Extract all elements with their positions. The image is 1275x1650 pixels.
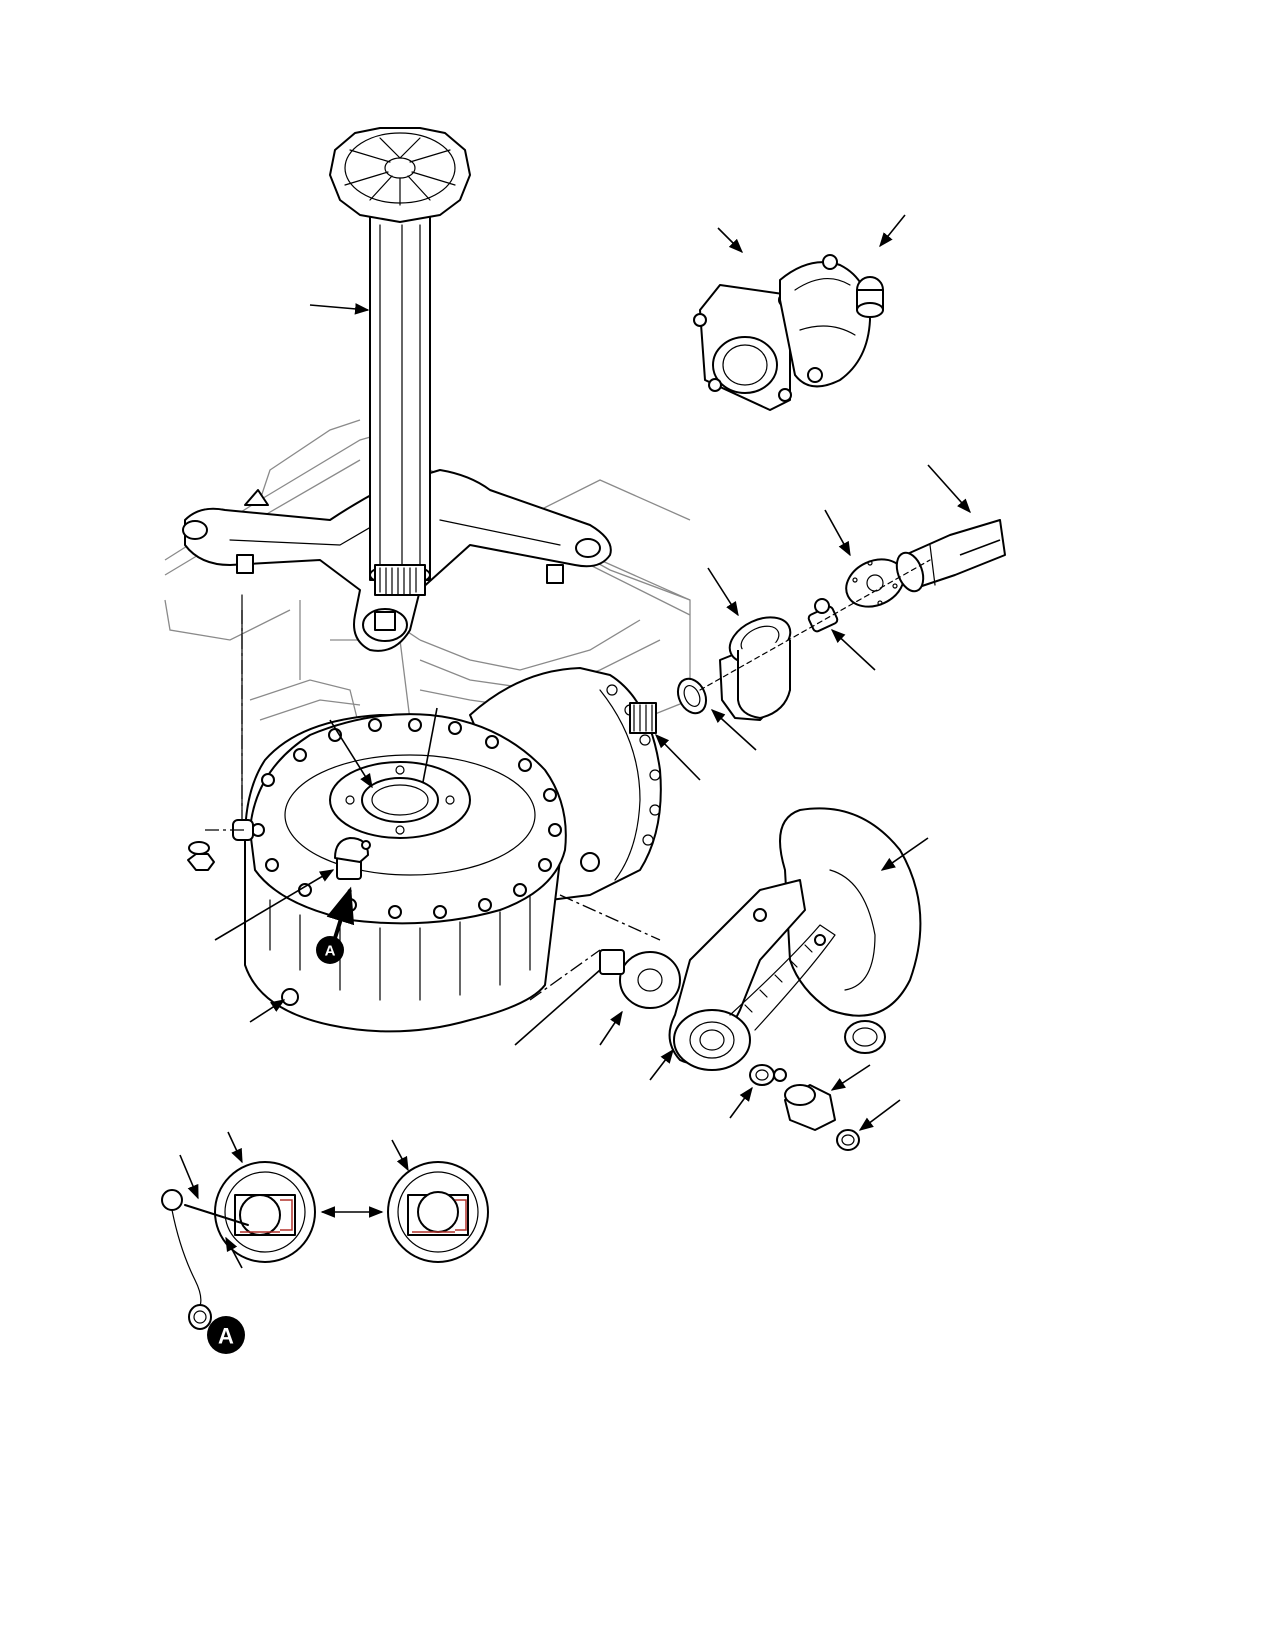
- callout-a-inset-label: A: [218, 1324, 234, 1349]
- output-flange: [719, 616, 792, 721]
- cam-detail-right: [387, 1161, 489, 1263]
- seal-ring: [676, 677, 708, 715]
- bearing-housing: [784, 1084, 836, 1131]
- adapter-fitting: [807, 598, 839, 633]
- rotor-mast: [329, 127, 471, 596]
- detail-a-view: [161, 1161, 489, 1330]
- flex-coupling-assembly: [693, 254, 884, 411]
- retaining-cap: [836, 1129, 860, 1151]
- filler-cap: [334, 837, 371, 880]
- transmission-housing: [187, 594, 662, 1033]
- callout-a-inset: A: [207, 1316, 245, 1354]
- spacer-ring: [749, 1064, 775, 1086]
- leader-lines: [179, 214, 1001, 1269]
- callout-a-main: A: [316, 936, 344, 964]
- callout-a-main-label: A: [325, 943, 336, 960]
- cam-detail-left: [214, 1161, 316, 1263]
- blower-housing: [779, 807, 922, 1054]
- coupling-bushing: [856, 276, 884, 318]
- drive-shaft-end: [895, 519, 1006, 593]
- safety-wire: [161, 1189, 249, 1330]
- pulley-disc: [599, 949, 681, 1009]
- drive-pulley-arm: [668, 879, 836, 1082]
